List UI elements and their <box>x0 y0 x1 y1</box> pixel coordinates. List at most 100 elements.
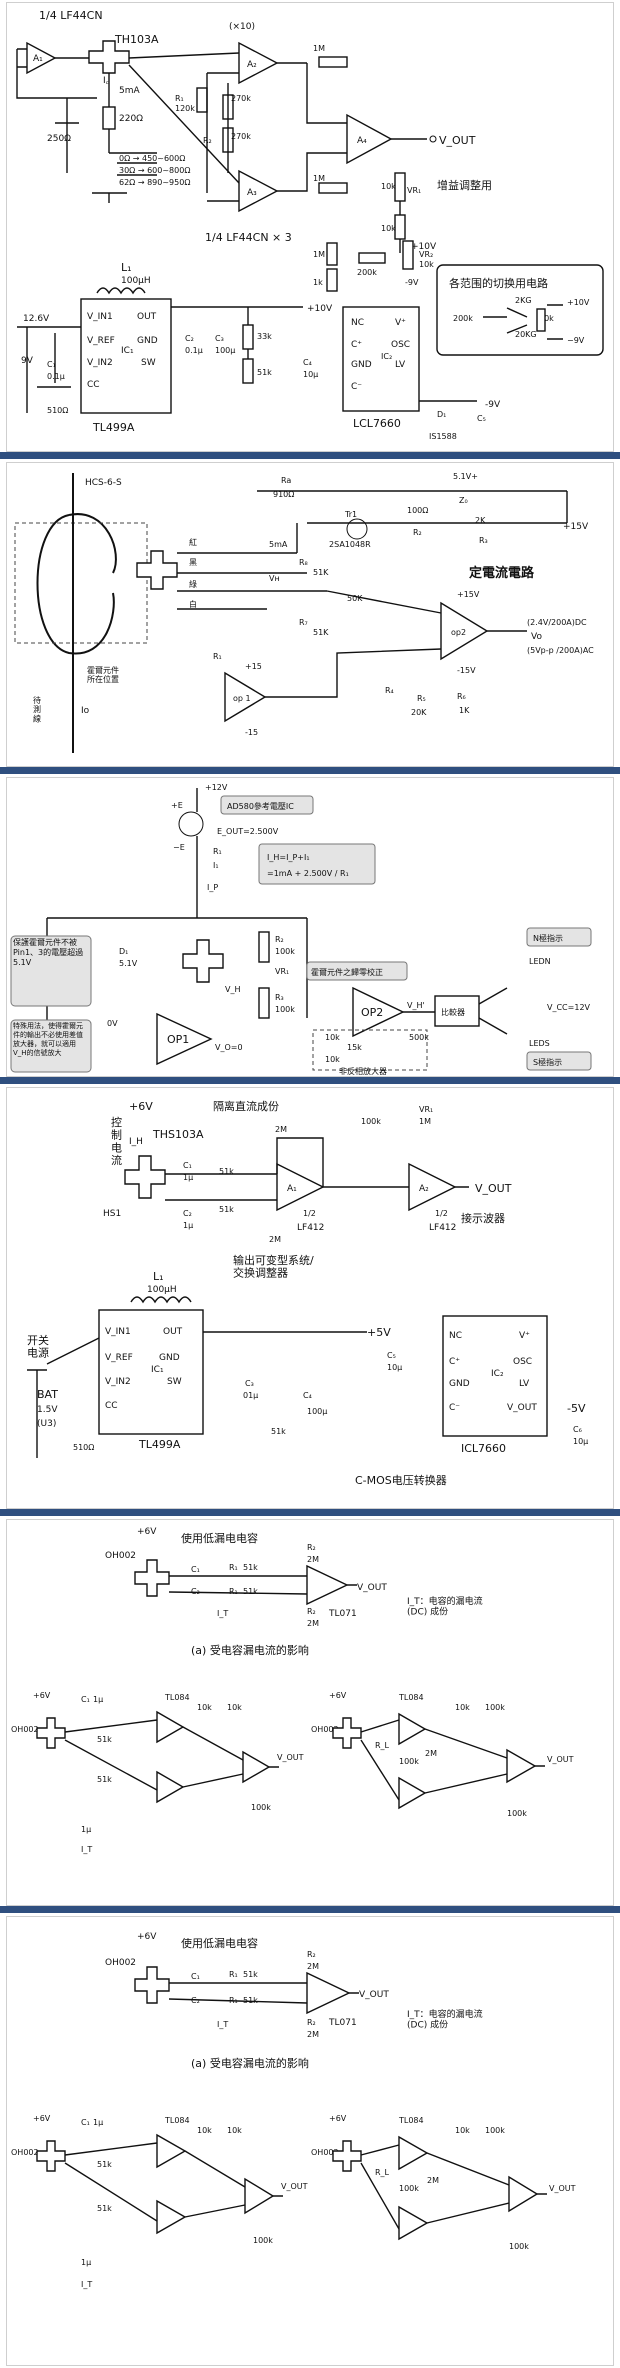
op-bottom-label: 1/4 LF44CN × 3 <box>205 231 292 244</box>
op2-plus15: +15V <box>457 590 480 599</box>
out-pin: OUT <box>163 1327 183 1337</box>
c1u-label-a: 1μ <box>93 2118 103 2127</box>
c3-label: C₃ <box>245 1379 254 1388</box>
a1-label: A₁ <box>287 1184 297 1194</box>
tl071-label: TL071 <box>328 2018 357 2028</box>
zero-volt-label: 0V <box>107 1019 118 1028</box>
switch-minus9: −9V <box>567 336 585 345</box>
e-plus-label: +E <box>171 801 183 810</box>
panel-separator <box>0 1077 620 1084</box>
hall-element <box>134 1559 170 1597</box>
r3-value: 2K <box>475 516 486 525</box>
hall-element <box>124 1155 166 1199</box>
c2-label: C₂ <box>183 1209 192 1218</box>
switch-power-label: 开关电源 <box>27 1333 49 1360</box>
plus12-label: +12V <box>205 783 228 792</box>
vplus-pin: V⁺ <box>519 1331 530 1341</box>
battery-voltage: 1.5V <box>37 1405 58 1415</box>
noninverting-amp-label: 非反相放大器 <box>339 1066 387 1076</box>
control-current-label: 控制电流 <box>111 1115 122 1167</box>
c4-label: C₄ <box>303 1391 312 1400</box>
vh-prime-label: V_H' <box>407 1001 425 1010</box>
a4-label: A₄ <box>357 136 367 146</box>
vout-label: V_OUT <box>359 1990 389 2000</box>
gain-adjust-note: 增益调整用 <box>437 178 492 192</box>
r270k-label-b: 270k <box>231 132 251 141</box>
io-label: Io <box>81 706 90 716</box>
l1-value: 100μH <box>121 276 151 286</box>
e-minus-label: −E <box>173 843 185 852</box>
r15k-label: 15k <box>347 1043 362 1052</box>
ths103a-label: THS103A <box>152 1128 204 1141</box>
oh002-label-c: OH002 <box>311 1725 339 1734</box>
a1-label: A₁ <box>33 54 43 64</box>
op1-label: op 1 <box>233 694 251 703</box>
opamp-a2 <box>238 41 279 85</box>
vh-label: V_H <box>225 985 241 994</box>
r51k-label-c: 51k <box>271 1427 286 1436</box>
converter-label: 输出可变型系统/交换调整器 <box>233 1253 314 1280</box>
r2m-label-b: 2M <box>307 1619 319 1628</box>
panel-separator <box>0 767 620 774</box>
s-pole-indicator: S極指示 <box>533 1057 562 1067</box>
switch-200k: 200k <box>453 314 473 323</box>
r100k-label-a: 100k <box>251 1803 271 1812</box>
r33k-label: 33k <box>257 332 272 341</box>
r1m-label: 1M <box>419 1117 431 1126</box>
c5-value: 10μ <box>387 1363 402 1372</box>
r2-label: R₂ <box>413 528 422 537</box>
vin1-pin: V_IN1 <box>87 312 113 322</box>
p10v-label: +10V <box>307 304 333 314</box>
c2-label: C₂ <box>191 1587 200 1596</box>
gaussmeter-schematic: A₁ 1/4 LF44CN TH103A I꜀ 5mA 220Ω 250Ω 0Ω… <box>16 9 604 441</box>
it-note: I_T：电容的漏电流(DC) 成份 <box>407 2008 483 2030</box>
hall-element-b <box>36 2140 66 2172</box>
ic2-label: IC₂ <box>491 1369 504 1379</box>
r1k-label: 1k <box>313 278 323 287</box>
c2-label: C₂ <box>191 1996 200 2005</box>
ra-value: 910Ω <box>273 490 294 499</box>
r500k-label: 500k <box>409 1033 429 1042</box>
ad580-output: E_OUT=2.500V <box>217 827 279 836</box>
panel-separator <box>0 1509 620 1516</box>
circuit-panel-leakage-b: +6V OH002 使用低漏电电容 C₁ C₂ R₁ 51k R₁ 51k R₂… <box>6 1916 614 2366</box>
tl084-label-a: TL084 <box>164 2116 190 2125</box>
vref-pin: V_REF <box>87 336 115 346</box>
r2-value: 100Ω <box>407 506 428 515</box>
ic1-label: IC₁ <box>121 346 134 356</box>
gnd-pin: GND <box>137 336 158 346</box>
circuit-panel-current-sensor: HCS-6-S 霍爾元件所在位置 Io 待測線 紅 黑 綠 白 5mA Ra 9… <box>6 462 614 767</box>
it-label-b: I_T <box>81 1845 92 1854</box>
is1588-label: IS1588 <box>429 432 457 441</box>
oh002-label: OH002 <box>105 1958 136 1968</box>
wire-label: 待測線 <box>33 695 41 723</box>
r10k-label-b: 10k <box>381 224 396 233</box>
c2-value: 1μ <box>183 1221 193 1230</box>
r10k-label-b: 10k <box>325 1055 340 1064</box>
op2-label: OP2 <box>361 1006 383 1019</box>
vref-pin: V_REF <box>105 1353 133 1363</box>
r4-label: R₄ <box>385 686 394 695</box>
hall-label: TH103A <box>114 33 159 46</box>
plus10-label: +10V <box>411 242 437 252</box>
circuit-panel-hall-polarity: +12V +E AD580參考電壓IC E_OUT=2.500V −E R₁ I… <box>6 777 614 1077</box>
c1u-label-a: 1μ <box>93 1695 103 1704</box>
range2-text: 30Ω → 600~800Ω <box>119 166 190 175</box>
zener-value: 5.1V+ <box>453 472 478 481</box>
out-pin: OUT <box>137 312 157 322</box>
opamp-op2 <box>440 601 489 661</box>
r1k-label: 1K <box>459 706 470 715</box>
r2m-label-b: 2M <box>307 2030 319 2039</box>
vo-label: Vo <box>531 632 542 642</box>
vr1-label: VR₁ <box>407 186 421 195</box>
r2m-label-a: 2M <box>307 1555 319 1564</box>
i1-label: I₁ <box>213 861 219 870</box>
vr2-label: VR₂ <box>419 250 433 259</box>
icl7660-label: ICL7660 <box>461 1442 506 1455</box>
battery-unit: (U3) <box>37 1419 56 1429</box>
oh002-label-b: OH002 <box>11 1725 39 1734</box>
r2m-label-b: 2M <box>269 1235 281 1244</box>
zener-label: Z₀ <box>459 496 468 505</box>
r100k-label-b: 100k <box>399 2184 419 2193</box>
r10k-label-c: 10k <box>419 260 434 269</box>
